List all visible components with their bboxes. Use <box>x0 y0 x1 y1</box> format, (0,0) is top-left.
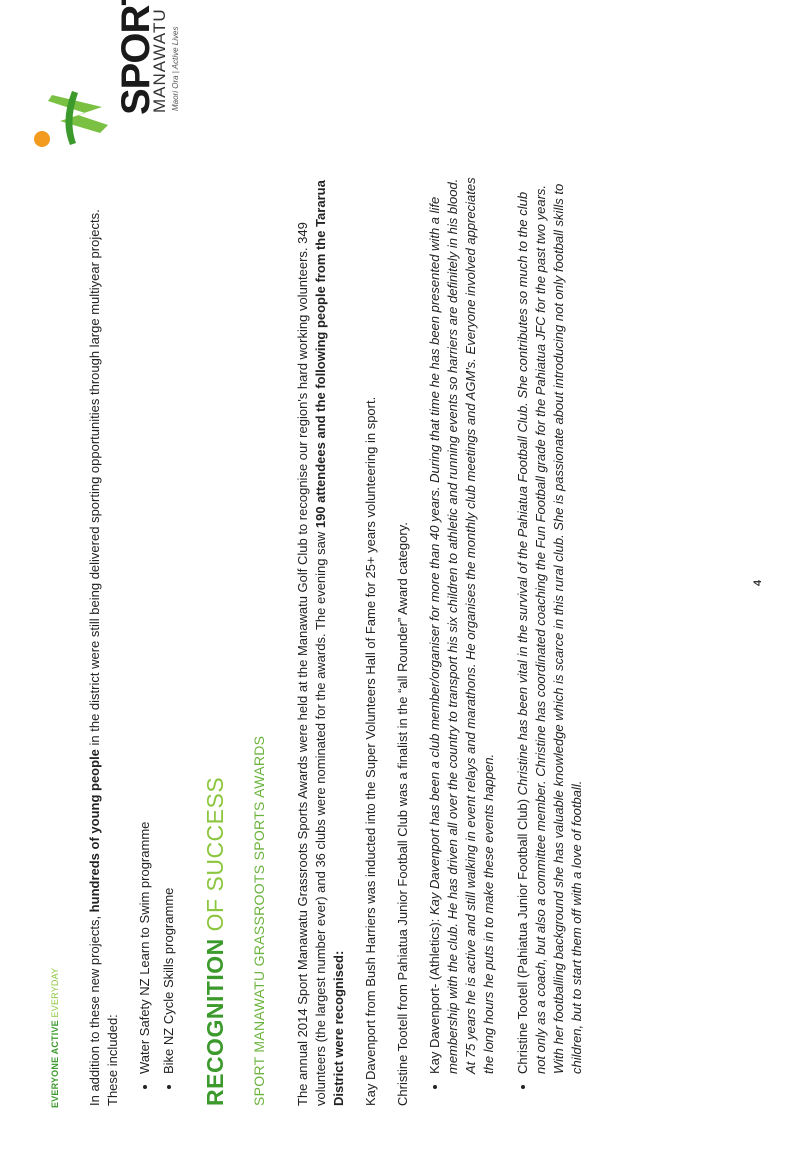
section-subtitle: SPORT MANAWATU GRASSROOTS SPORTS AWARDS <box>251 735 267 1106</box>
list-item: Water Safety NZ Learn to Swim programme <box>136 176 154 1074</box>
awards-paragraph: The annual 2014 Sport Manawatu Grassroot… <box>295 180 346 1106</box>
runner-logo-icon <box>34 91 108 147</box>
main-content: In addition to these new projects, hundr… <box>86 176 602 1106</box>
header-tag-bold: EVERYONE ACTIVE <box>50 1020 60 1108</box>
section-title: RECOGNITION OF SUCCESS <box>202 776 228 1106</box>
logo-tagline: Maori Ora | Active Lives <box>171 26 180 111</box>
list-item: Christine Tootell (Pahiatua Junior Footb… <box>514 176 586 1074</box>
intro-paragraph: In addition to these new projects, hundr… <box>87 209 120 1106</box>
award-kay-paragraph: Kay Davenport from Bush Harriers was ind… <box>363 396 378 1106</box>
bio-list: Kay Davenport- (Athletics): Kay Davenpor… <box>426 176 586 1106</box>
header-tagline: EVERYONE ACTIVE EVERYDAY <box>50 968 60 1108</box>
projects-list: Water Safety NZ Learn to Swim programme … <box>136 176 178 1106</box>
sport-manawatu-logo: SPORT MANAWATU Maori Ora | Active Lives <box>30 0 180 151</box>
list-item: Bike NZ Cycle Skills programme <box>160 176 178 1074</box>
award-christine-paragraph: Christine Tootell from Pahiatua Junior F… <box>395 522 410 1106</box>
logo-word-manawatu: MANAWATU <box>150 8 169 113</box>
header-tag-light: EVERYDAY <box>50 967 60 1018</box>
list-item: Kay Davenport- (Athletics): Kay Davenpor… <box>426 176 498 1074</box>
page-number: 4 <box>752 579 764 586</box>
